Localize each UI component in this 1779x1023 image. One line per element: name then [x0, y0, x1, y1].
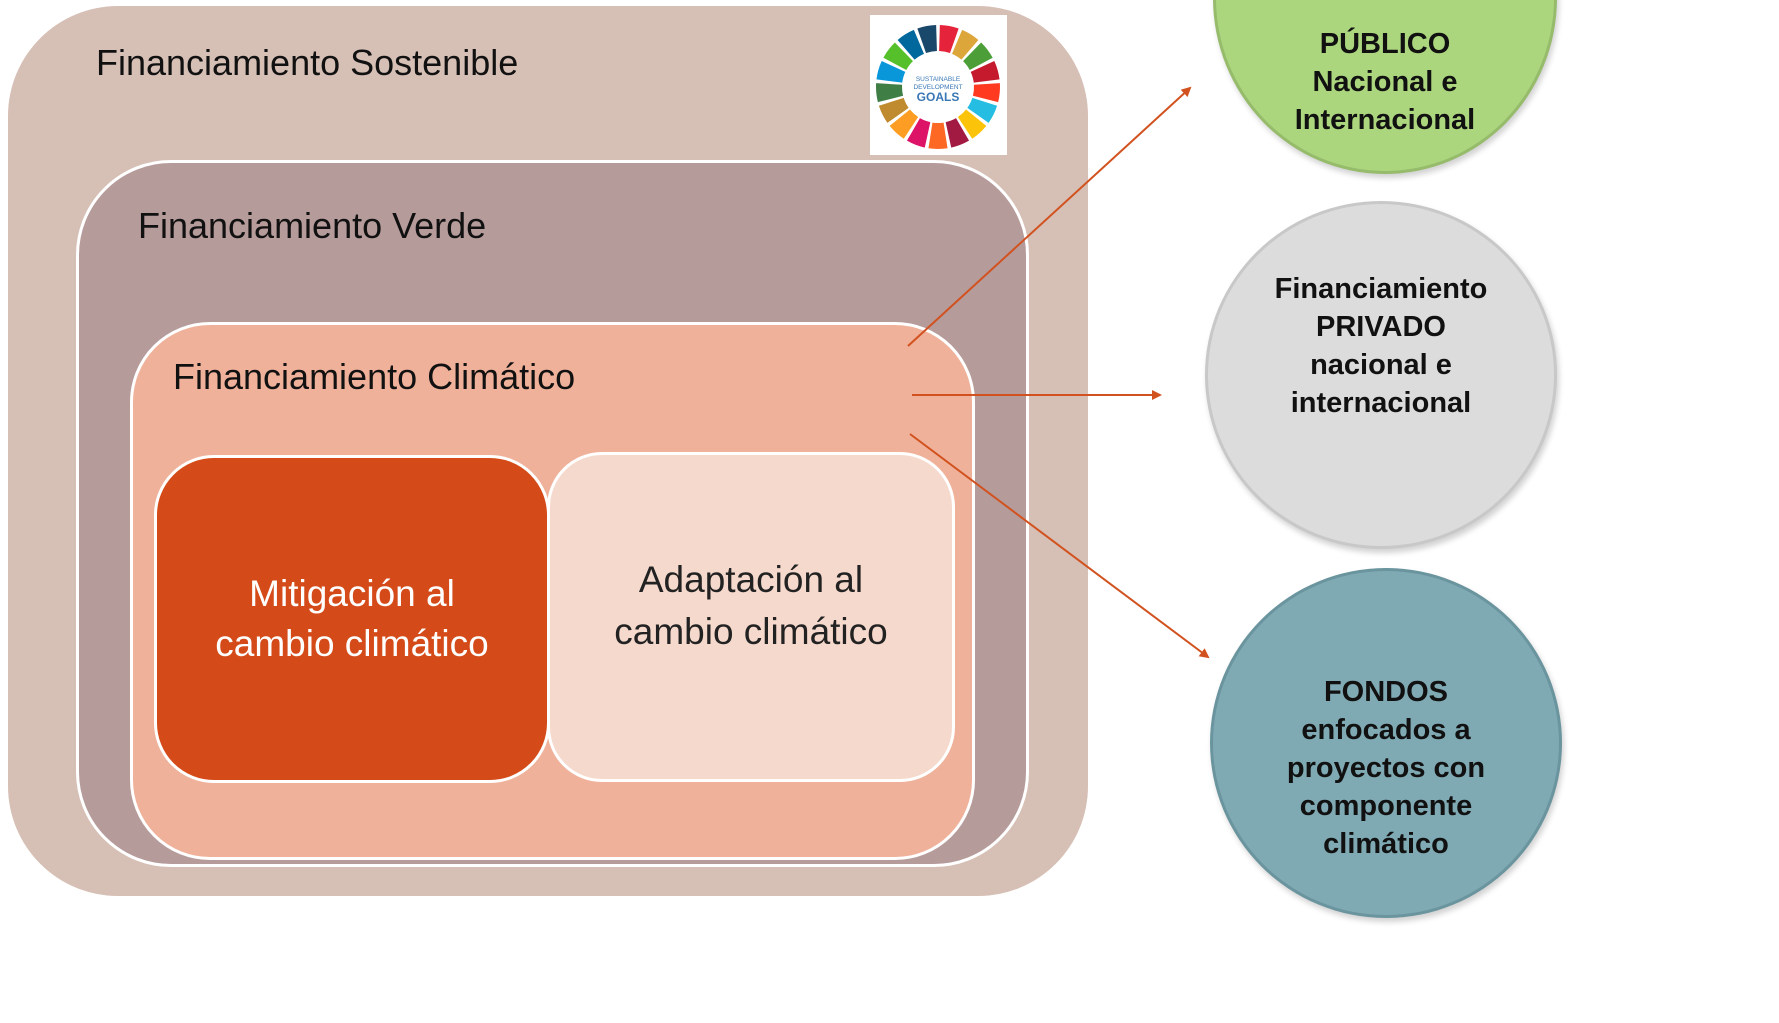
fondos-line-2: enfocados a: [1301, 714, 1471, 746]
arrow-to-publico: [907, 86, 1192, 347]
sdg-segment: [883, 42, 913, 70]
privado-line-4: internacional: [1290, 387, 1472, 419]
publico-line-3: Internacional: [1294, 104, 1476, 136]
arrow-to-fondos: [909, 433, 1210, 659]
sdg-segment: [970, 61, 1000, 83]
sdg-segment: [878, 97, 909, 123]
adaptacion-label: Adaptación al cambio climático: [614, 559, 888, 652]
mitigacion-label: Mitigación al cambio climático: [215, 573, 489, 664]
sdg-logo: SUSTAINABLE DEVELOPMENT GOALS: [870, 15, 1007, 155]
sdg-segment: [957, 109, 987, 139]
privado-line-1: Financiamiento: [1274, 273, 1488, 305]
sdg-segment: [952, 29, 979, 60]
sdg-segment: [876, 61, 906, 83]
sdg-segment: [917, 25, 937, 54]
sdg-segment: [897, 29, 924, 60]
sdg-segment: [967, 97, 998, 123]
verde-label: Financiamiento Verde: [138, 205, 487, 246]
sdg-line2: DEVELOPMENT: [913, 84, 962, 91]
sdg-line1: SUSTAINABLE: [916, 76, 961, 83]
publico-line-2: Nacional e: [1312, 66, 1458, 98]
privado-line-3: nacional e: [1310, 349, 1452, 381]
sdg-wheel-icon: SUSTAINABLE DEVELOPMENT GOALS: [876, 25, 1000, 149]
sdg-segment: [876, 83, 904, 103]
mitigacion-box: Mitigación al cambio climático: [154, 455, 550, 783]
fondos-line-4: componente: [1299, 790, 1473, 822]
sdg-line3: GOALS: [917, 90, 960, 104]
privado-circle: Financiamiento PRIVADO nacional e intern…: [1205, 201, 1557, 549]
publico-line-1: PÚBLICO: [1319, 28, 1451, 60]
fondos-line-1: FONDOS: [1323, 676, 1449, 708]
sostenible-label: Financiamiento Sostenible: [96, 42, 519, 83]
fondos-line-3: proyectos con: [1286, 752, 1486, 784]
sdg-segment: [972, 83, 1000, 103]
sdg-segment: [939, 25, 959, 54]
sdg-segment: [906, 118, 931, 148]
sdg-segment: [889, 109, 919, 139]
privado-line-2: PRIVADO: [1316, 311, 1446, 343]
adaptacion-box: Adaptación al cambio climático: [547, 452, 955, 782]
sdg-segment: [928, 122, 948, 149]
sdg-segment: [945, 118, 970, 148]
fondos-circle: FONDOS enfocados a proyectos con compone…: [1210, 568, 1562, 918]
climatico-label: Financiamiento Climático: [173, 356, 576, 397]
sdg-segment: [963, 42, 993, 70]
fondos-line-5: climático: [1323, 828, 1449, 860]
